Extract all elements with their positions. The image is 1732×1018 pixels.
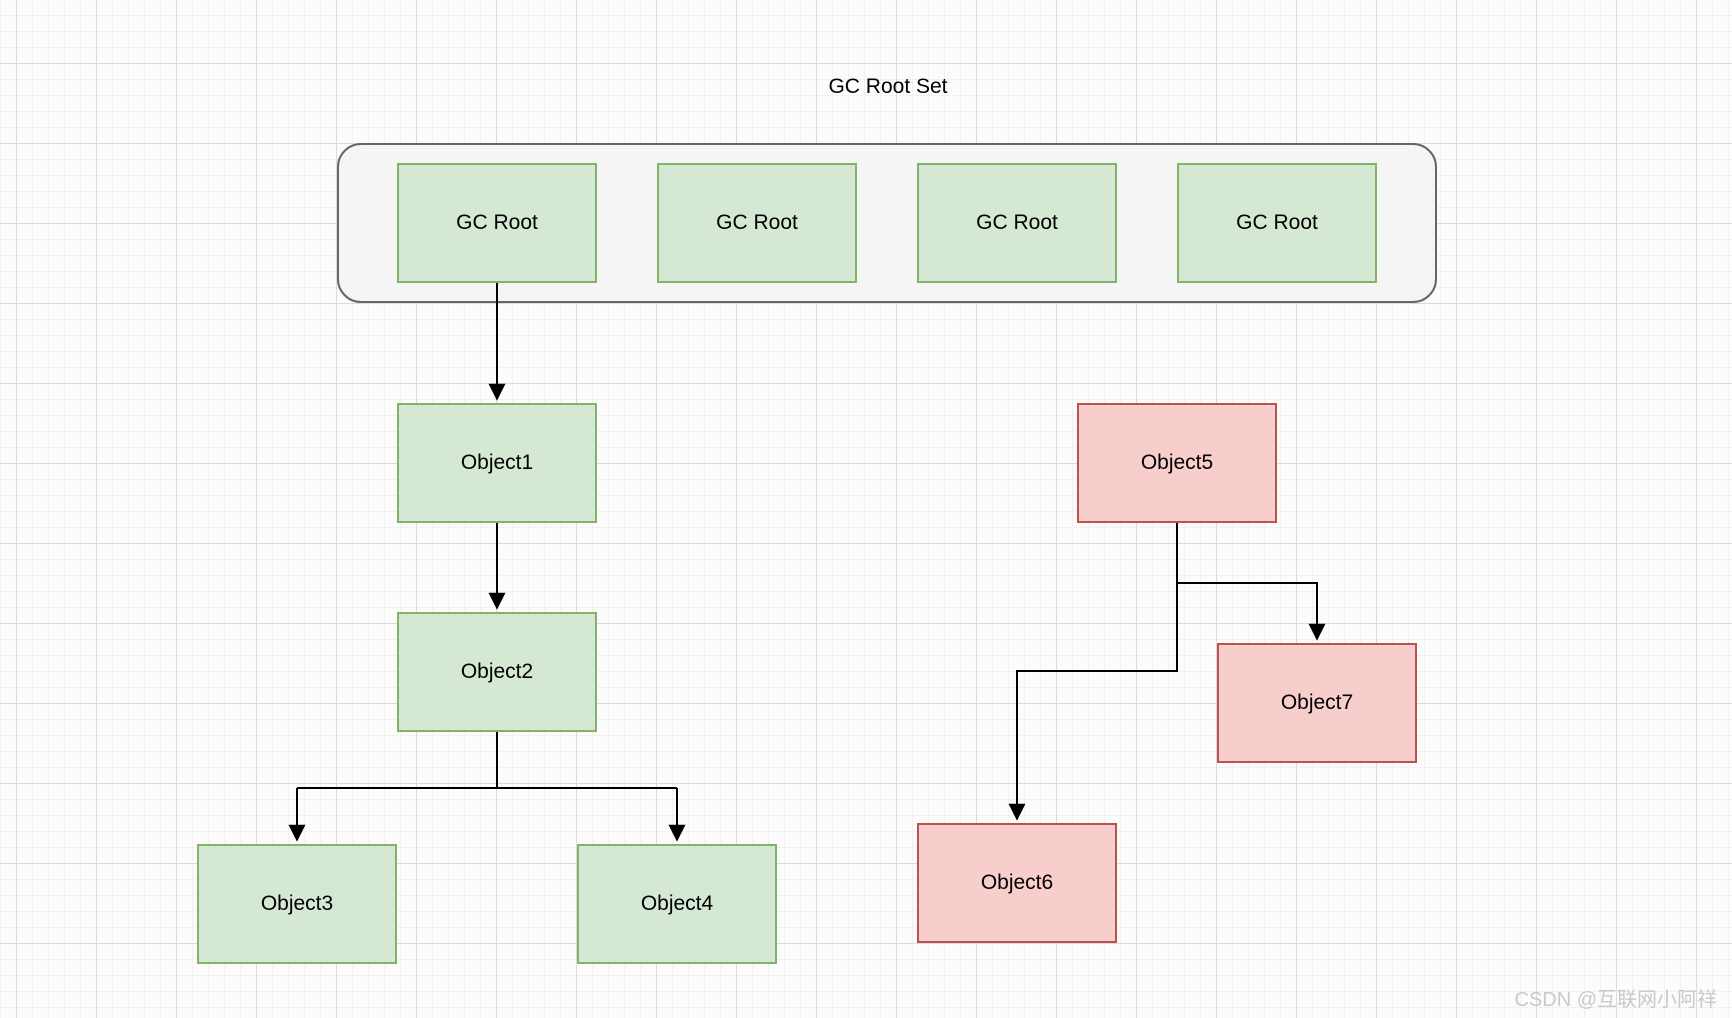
node-object7: Object7 [1217,643,1417,763]
node-label: GC Root [976,211,1058,234]
node-label: GC Root [716,211,798,234]
node-label: Object2 [460,660,534,683]
gc-root-box-4: GC Root [1177,163,1377,283]
node-label: Object7 [1280,691,1354,714]
gc-root-box-1: GC Root [397,163,597,283]
edge-object5-object7 [1176,523,1326,641]
node-label: Object1 [460,451,534,474]
edge-object5-object6 [1008,583,1178,821]
node-object1: Object1 [397,403,597,523]
node-label: GC Root [456,211,538,234]
node-label: GC Root [1236,211,1318,234]
node-label: Object5 [1140,451,1214,474]
node-object4: Object4 [577,844,777,964]
node-object2: Object2 [397,612,597,732]
csdn-watermark: CSDN @互联网小阿祥 [1514,989,1717,1011]
diagram-title: GC Root Set [828,75,948,98]
node-label: Object6 [980,871,1054,894]
gc-root-box-3: GC Root [917,163,1117,283]
gc-root-box-2: GC Root [657,163,857,283]
node-label: Object4 [640,892,714,915]
node-label: Object3 [260,892,334,915]
node-object5: Object5 [1077,403,1277,523]
node-object6: Object6 [917,823,1117,943]
node-object3: Object3 [197,844,397,964]
